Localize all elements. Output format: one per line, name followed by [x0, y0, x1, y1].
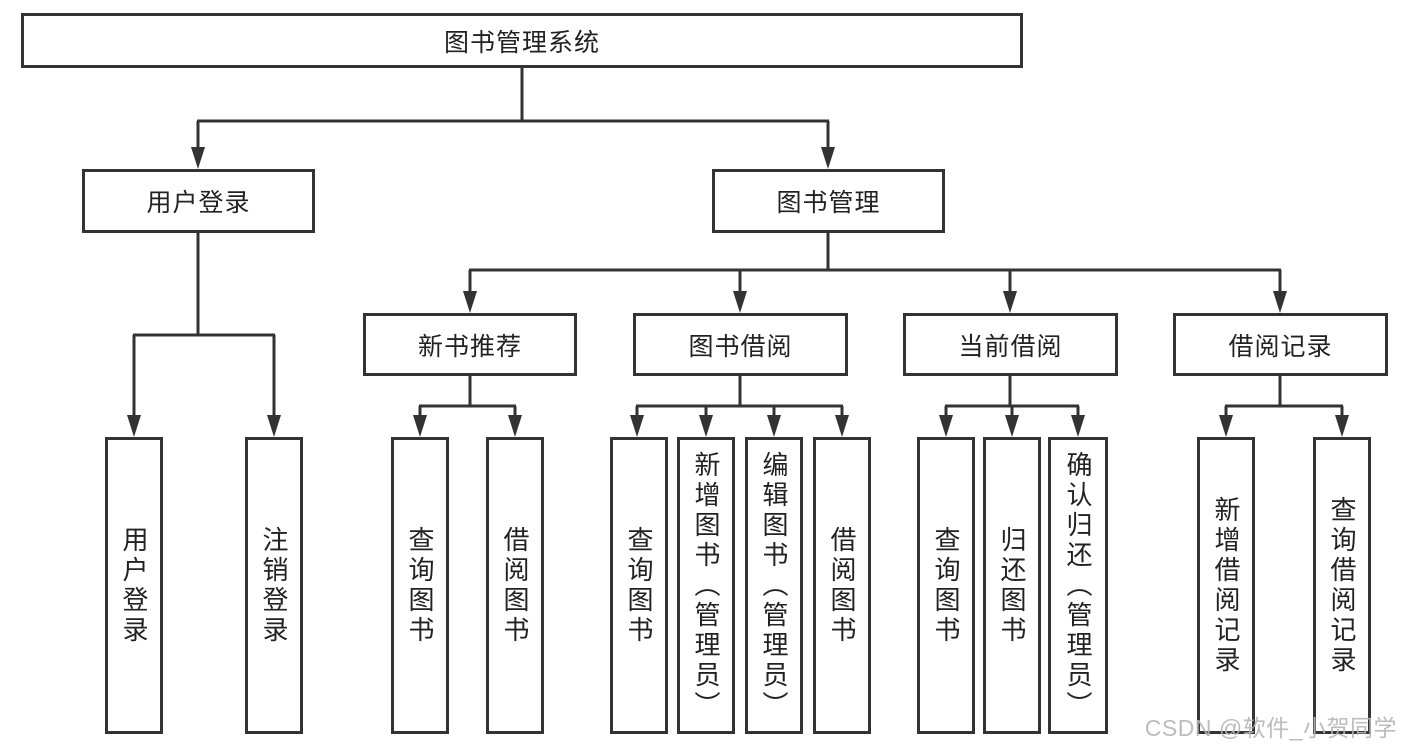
- csdn-watermark: CSDN @软件_小贺同学: [1144, 715, 1397, 741]
- leaf-confirm-return-admin: 确认归还（管理员）: [1048, 437, 1108, 734]
- node-current-borrowing: 当前借阅: [903, 313, 1118, 376]
- leaf-add-borrow-record: 新增借阅记录: [1197, 437, 1255, 734]
- leaf-query-books-borrowing: 查询图书: [610, 437, 668, 734]
- leaf-borrow-books-borrowing: 借阅图书: [813, 437, 871, 734]
- leaf-add-book-admin: 新增图书（管理员）: [677, 437, 735, 734]
- leaf-user-login: 用户登录: [105, 437, 163, 734]
- node-new-book-recommendation: 新书推荐: [363, 313, 577, 376]
- leaf-query-books-recommendation: 查询图书: [391, 437, 449, 734]
- node-book-management-branch: 图书管理: [712, 169, 945, 233]
- leaf-logout: 注销登录: [245, 437, 303, 734]
- leaf-return-book: 归还图书: [983, 437, 1041, 734]
- leaf-borrow-books-recommendation: 借阅图书: [486, 437, 544, 734]
- node-root: 图书管理系统: [21, 13, 1023, 68]
- node-borrowing-records: 借阅记录: [1173, 313, 1388, 376]
- leaf-query-borrow-record: 查询借阅记录: [1313, 437, 1371, 734]
- node-user-login-branch: 用户登录: [82, 169, 315, 233]
- leaf-edit-book-admin: 编辑图书（管理员）: [745, 437, 803, 734]
- leaf-query-books-current: 查询图书: [917, 437, 975, 734]
- node-book-borrowing: 图书借阅: [633, 313, 848, 376]
